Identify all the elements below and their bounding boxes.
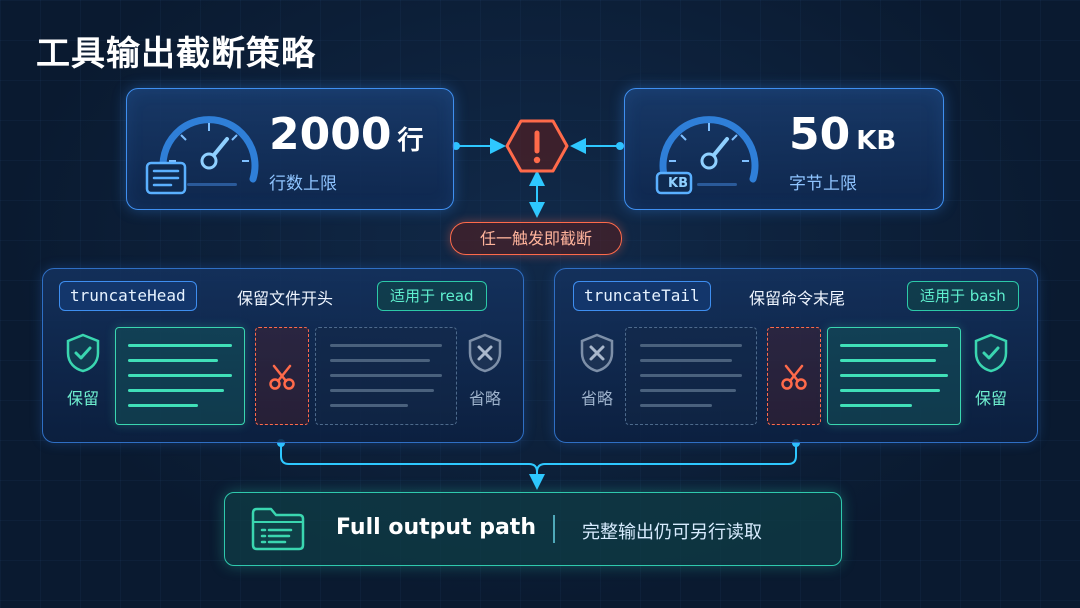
head-description: 保留文件开头 [237, 289, 334, 308]
full-output-path-box: Full output path 完整输出仍可另行读取 [224, 492, 842, 566]
divider [553, 515, 555, 543]
kept-content-block [827, 327, 961, 425]
page-title: 工具输出截断策略 [36, 34, 316, 74]
output-description: 完整输出仍可另行读取 [582, 522, 762, 543]
shield-check-icon [974, 333, 1008, 373]
merge-connector [280, 443, 545, 490]
omitted-content-block [315, 327, 457, 425]
truncate-tail-panel: truncateTail 保留命令末尾 适用于 bash 省略 保留 [554, 268, 1038, 443]
connector-dot [452, 142, 460, 150]
cut-point [767, 327, 821, 425]
gauge-icon [145, 116, 259, 195]
byte-limit-value: 50 [789, 109, 851, 160]
omit-label: 省略 [468, 389, 501, 408]
line-limit-unit: 行 [397, 126, 424, 156]
folder-icon [251, 507, 305, 551]
line-limit-label: 行数上限 [269, 174, 337, 194]
tail-description: 保留命令末尾 [749, 289, 846, 308]
omit-label: 省略 [580, 389, 613, 408]
cut-point [255, 327, 309, 425]
output-title: Full output path [336, 515, 536, 540]
trigger-badge: 任一触发即截断 [450, 222, 622, 255]
omitted-content-block [625, 327, 757, 425]
keep-label: 保留 [66, 389, 99, 408]
kept-content-block [115, 327, 245, 425]
truncate-head-panel: truncateHead 保留文件开头 适用于 read 保留 省略 [42, 268, 524, 443]
shield-x-icon [468, 333, 502, 373]
byte-limit-unit: KB [856, 126, 897, 156]
gauge-icon [655, 116, 759, 195]
kb-badge-label: KB [668, 176, 688, 191]
line-limit-value: 2000 [269, 109, 392, 160]
merge-connector [536, 443, 797, 473]
keep-label: 保留 [974, 389, 1007, 408]
function-tag-truncate-head: truncateHead [59, 281, 197, 311]
warning-icon [505, 119, 569, 173]
applies-to-tag-read: 适用于 read [377, 281, 487, 311]
byte-limit-label: 字节上限 [789, 174, 857, 194]
function-tag-truncate-tail: truncateTail [573, 281, 711, 311]
connector-dot [616, 142, 624, 150]
applies-to-tag-bash: 适用于 bash [907, 281, 1019, 311]
scissors-icon [781, 364, 807, 390]
scissors-icon [269, 364, 295, 390]
shield-x-icon [580, 333, 614, 373]
shield-check-icon [66, 333, 100, 373]
